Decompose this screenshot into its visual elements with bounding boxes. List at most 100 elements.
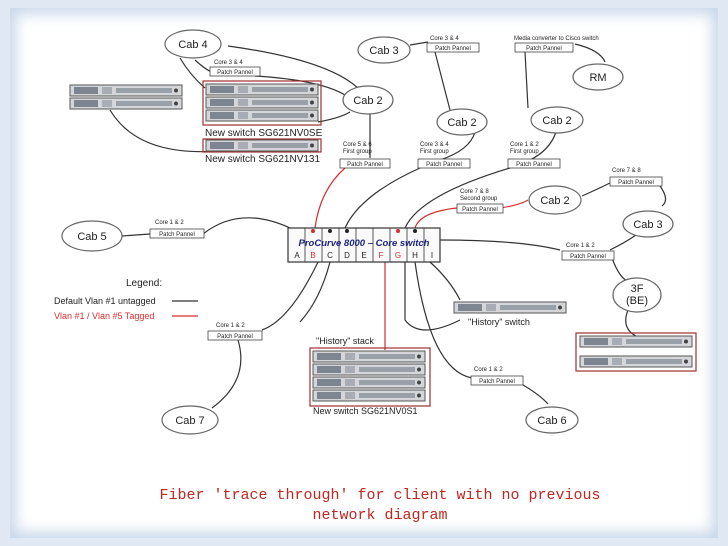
history-stack-label: "History" stack — [316, 336, 374, 346]
link-media-rm — [574, 43, 606, 63]
slide-caption: Fiber 'trace through' for client with no… — [110, 486, 650, 526]
panel-cab5-label: Patch Pannel — [159, 232, 195, 238]
panel-cab6: Core 1 & 2 Patch Pannel — [470, 367, 524, 386]
port-h: H — [412, 251, 418, 260]
port-i: I — [431, 251, 433, 260]
link-cab5-panel — [121, 233, 151, 237]
panel-cab5: Core 1 & 2 Patch Pannel — [149, 220, 205, 239]
cab3-top-bubble — [357, 36, 411, 64]
switch-unit — [205, 139, 319, 152]
cab-bubbles — [61, 29, 674, 435]
cab2-c-label: Cab 2 — [542, 115, 571, 127]
cab6-label: Cab 6 — [537, 415, 566, 427]
link-c34-cab2a — [439, 131, 476, 161]
panel-c34: Core 3 & 4 First group Patch Pannel — [417, 142, 471, 169]
panel-c12-right: Core 1 & 2 Patch Pannel — [561, 243, 615, 261]
panel-cab3: Core 3 & 4 Patch Pannel — [426, 36, 480, 53]
cab5-label: Cab 5 — [77, 231, 106, 243]
core-switch: ProCurve 8000 – Core switch A B C D E F … — [287, 227, 441, 263]
panel-cab5-core: Core 1 & 2 — [155, 220, 184, 226]
f3-label-1: 3F — [631, 283, 644, 295]
cab3-top-label: Cab 3 — [369, 45, 398, 57]
port-c: C — [327, 251, 333, 260]
link-cab4-servers — [179, 57, 206, 89]
link-panel7-cab7 — [211, 339, 242, 409]
cab2-a-bubble — [342, 85, 394, 115]
link-g-history — [404, 262, 461, 331]
switch-unit — [205, 83, 319, 96]
panel-c12-first: Core 1 & 2 First group Patch Pannel — [507, 142, 561, 169]
panel-c56-label: Patch Pannel — [347, 162, 383, 168]
link-media-cab2b — [524, 51, 529, 109]
port-d: D — [344, 251, 350, 260]
cab2-b-label: Cab 2 — [447, 117, 476, 129]
legend-default-label: Default Vlan #1 untagged — [54, 296, 156, 306]
core-switch-title: ProCurve 8000 – Core switch — [299, 238, 430, 249]
caption-line-1: Fiber 'trace through' for client with no… — [159, 487, 601, 504]
switch-unit — [205, 96, 319, 109]
link-c12-cab2b — [529, 131, 557, 161]
panel-cab4: Core 3 & 4 Patch Pannel — [209, 60, 261, 77]
link-stack-cab6 — [414, 261, 473, 379]
panel-c12-group: First group — [510, 149, 539, 155]
rm-label: RM — [589, 72, 606, 84]
link-3f-servers — [625, 309, 641, 339]
panel-cab6-core: Core 1 & 2 — [474, 367, 503, 373]
cab3-right-label: Cab 3 — [633, 219, 662, 231]
cab2-d-label: Cab 2 — [540, 195, 569, 207]
panel-c56: Core 5 & 6 First group Patch Pannel — [339, 142, 391, 169]
f3-bubble — [612, 277, 662, 313]
panel-cab7-core: Core 1 & 2 — [216, 323, 245, 329]
panel-c12-right-label: Patch Pannel — [570, 254, 606, 260]
connection-lines — [109, 41, 667, 409]
link-c78s-switch — [414, 207, 458, 229]
cab4-servers — [69, 84, 183, 110]
link-switch-se-cab2 — [317, 111, 351, 123]
legend: Legend: Default Vlan #1 untagged Vlan #1… — [54, 278, 162, 321]
panel-c56-group: First group — [343, 149, 372, 155]
link-switch-stack-b — [299, 261, 331, 323]
cab4-bubble — [164, 29, 222, 59]
port-e: E — [361, 251, 366, 260]
cab3-right-bubble — [622, 210, 674, 238]
link-cab3-panel — [409, 41, 429, 46]
panel-c56-core: Core 5 & 6 — [343, 142, 372, 148]
link-panel6-cab6 — [522, 384, 549, 405]
panel-cab3-core: Core 3 & 4 — [430, 36, 459, 42]
port-f: F — [379, 251, 384, 260]
panel-c78-top-label: Patch Pannel — [618, 180, 654, 186]
link-c34-switch — [344, 167, 421, 229]
rm-bubble — [572, 63, 624, 91]
switch-unit — [205, 109, 319, 122]
cab2-a-label: Cab 2 — [353, 95, 382, 107]
panel-c78-top: Core 7 & 8 Patch Pannel — [609, 168, 663, 187]
panel-media: Media converter to Cisco switch Patch Pa… — [514, 36, 599, 53]
switch-s1-label: New switch SG621NV0S1 — [313, 406, 418, 416]
link-c56-switch — [314, 167, 346, 229]
panel-c78-second: Core 7 & 8 Second group Patch Pannel — [456, 189, 504, 214]
link-cab4-panel — [194, 59, 213, 73]
switch-se-label: New switch SG621NV0SE — [205, 128, 323, 139]
cab4-switches — [202, 80, 322, 153]
legend-tagged-label: Vlan #1 / Vlan #5 Tagged — [54, 311, 154, 321]
server-unit — [69, 84, 183, 97]
link-cab4-cab2 — [227, 45, 361, 91]
panel-c78s-core: Core 7 & 8 — [460, 189, 489, 195]
link-switch-c12right — [439, 239, 561, 251]
port-b: B — [310, 251, 315, 260]
panel-c12-right-core: Core 1 & 2 — [566, 243, 595, 249]
cab4-label: Cab 4 — [178, 39, 207, 51]
panel-cab4-core: Core 3 & 4 — [214, 60, 243, 66]
link-c78top-cab3r — [659, 185, 667, 207]
panel-cab3-label: Patch Pannel — [435, 46, 471, 52]
history-switch-label: "History" switch — [468, 317, 530, 327]
cab2-c-bubble — [530, 106, 584, 134]
link-right-3f — [611, 257, 631, 283]
cab7-label: Cab 7 — [175, 415, 204, 427]
3f-servers — [575, 332, 697, 372]
link-c12-switch — [404, 167, 511, 229]
panel-c34-group: First group — [420, 149, 449, 155]
port-a: A — [294, 251, 300, 260]
history-stack — [309, 347, 431, 407]
